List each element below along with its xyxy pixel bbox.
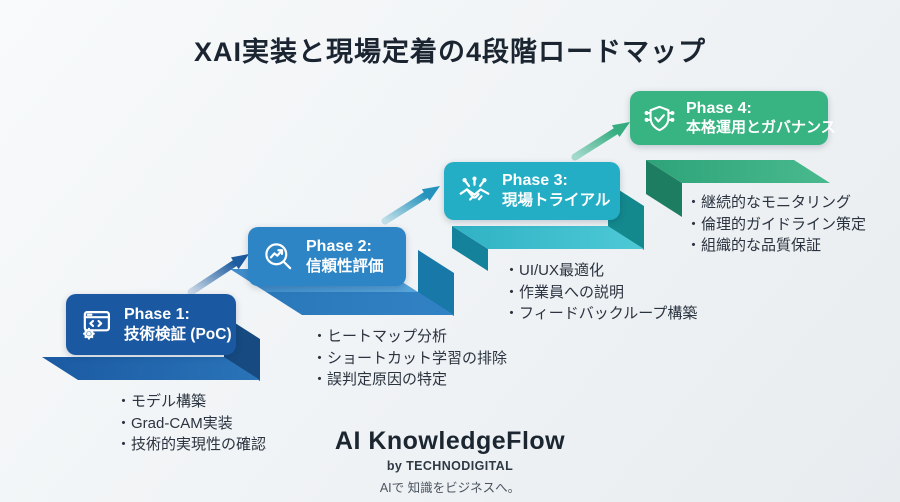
phase2-title: 信頼性評価 <box>306 257 384 275</box>
phase1-bullet-list: モデル構築 Grad-CAM実装 技術的実現性の確認 <box>116 391 266 456</box>
phase3-title: 現場トライアル <box>502 192 611 210</box>
handshake-icon <box>459 176 490 201</box>
arrow-phase3-phase4-icon <box>571 122 630 161</box>
brand-logo-text: AI KnowledgeFlow <box>334 427 566 455</box>
phase2-badge: Phase 2: 信頼性評価 <box>248 227 406 286</box>
phase4-label: Phase 4: <box>686 99 752 117</box>
phase1-label: Phase 1: <box>124 305 190 323</box>
list-item: モデル構築 <box>116 391 266 413</box>
magnifier-chart-icon <box>265 243 292 270</box>
list-item: Grad-CAM実装 <box>116 413 266 435</box>
phase3-label: Phase 3: <box>502 172 568 190</box>
list-item: UI/UX最適化 <box>504 260 697 282</box>
list-item: 倫理的ガイドライン策定 <box>686 214 866 236</box>
arrow-phase2-phase3-icon <box>381 186 440 225</box>
brand-byline: by TECHNODIGITAL <box>386 459 514 473</box>
phase3-badge: Phase 3: 現場トライアル <box>444 162 620 220</box>
step4-top-face <box>646 160 830 183</box>
code-window-gear-icon <box>83 311 110 340</box>
list-item: 作業員への説明 <box>504 282 697 304</box>
list-item: フィードバックループ構築 <box>504 303 697 325</box>
phase3-bullet-list: UI/UX最適化 作業員への説明 フィードバックループ構築 <box>504 260 697 325</box>
list-item: 技術的実現性の確認 <box>116 434 266 456</box>
shield-check-icon <box>644 105 675 131</box>
list-item: 継続的なモニタリング <box>686 192 866 214</box>
phase1-title: 技術検証 (PoC) <box>124 325 232 343</box>
step1-front-face <box>42 357 260 380</box>
step3-side-face <box>452 226 488 271</box>
brand-tagline: AIで 知識をビジネスへ。 <box>379 481 521 495</box>
phase1-badge: Phase 1: 技術検証 (PoC) <box>66 294 236 355</box>
step4-side-face <box>646 160 682 217</box>
page-title: XAI実装と現場定着の4段階ロードマップ <box>193 37 707 67</box>
list-item: ショートカット学習の排除 <box>312 348 507 370</box>
step3-top-face <box>452 226 644 249</box>
list-item: 組織的な品質保証 <box>686 235 866 257</box>
phase2-bullet-list: ヒートマップ分析 ショートカット学習の排除 誤判定原因の特定 <box>312 326 507 391</box>
phase4-title: 本格運用とガバナンス <box>686 118 836 136</box>
step2-front-face <box>266 292 454 315</box>
phase4-badge: Phase 4: 本格運用とガバナンス <box>630 91 836 145</box>
list-item: ヒートマップ分析 <box>312 326 507 348</box>
list-item: 誤判定原因の特定 <box>312 369 507 391</box>
phase4-bullet-list: 継続的なモニタリング 倫理的ガイドライン策定 組織的な品質保証 <box>686 192 866 257</box>
arrow-phase1-phase2-icon <box>187 254 249 296</box>
phase2-label: Phase 2: <box>306 237 372 255</box>
riser-step2-step3 <box>418 250 454 316</box>
